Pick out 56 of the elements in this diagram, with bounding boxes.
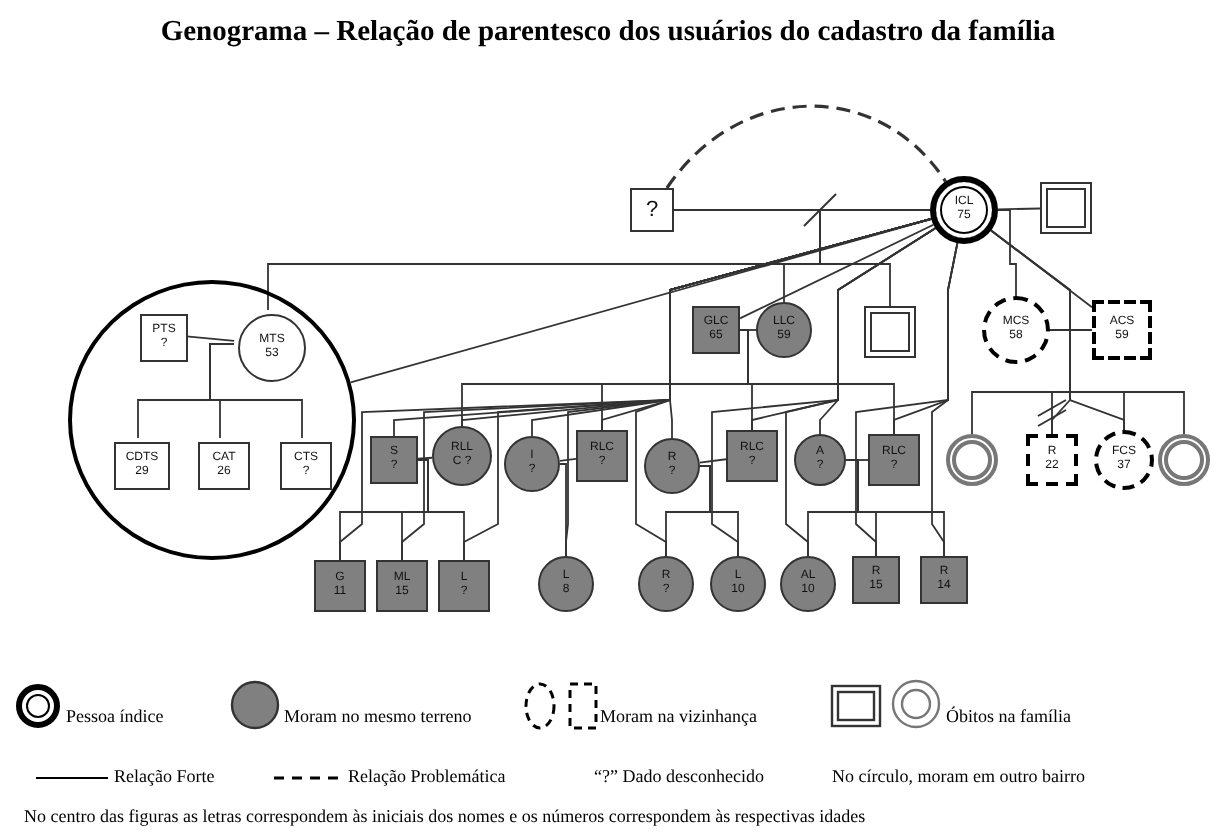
shaded-square — [576, 430, 628, 482]
relationship-line — [997, 207, 1041, 211]
shaded-square — [370, 436, 418, 484]
shaded-square — [376, 560, 428, 612]
unknown-person-square — [630, 188, 674, 232]
relationship-line — [990, 229, 1093, 309]
shaded-circle — [710, 556, 766, 612]
shaded-square — [438, 560, 490, 612]
relationship-line — [739, 223, 935, 320]
person-square — [114, 442, 170, 490]
other-neighborhood-circle — [68, 280, 356, 560]
diagram-title: Genograma – Relação de parentesco dos usuários do cadastro da família — [160, 16, 1056, 50]
dashed-square — [1026, 434, 1078, 486]
legend-note: No círculo, moram em outro bairro — [832, 766, 1085, 788]
shaded-square — [920, 556, 968, 604]
legend-text: Óbitos na família — [946, 706, 1071, 728]
relationship-line — [785, 227, 937, 557]
legend-text: Pessoa índice — [66, 706, 164, 728]
descent-line — [209, 343, 303, 439]
shaded-square — [868, 434, 920, 486]
relationship-line — [931, 242, 959, 557]
explanatory-note: No centro das figuras as letras correspondem às iniciais dos nomes e os números correspondem às respectivas idades — [24, 806, 866, 828]
legend-text: Relação Forte — [114, 766, 215, 788]
person-square — [198, 442, 250, 490]
dashed-square — [1092, 300, 1152, 360]
descent-line — [997, 209, 1017, 297]
shaded-circle — [794, 434, 846, 486]
shaded-circle — [780, 556, 836, 612]
dashed-relationship-curve — [665, 104, 947, 189]
legend-text: Relação Problemática — [348, 766, 506, 788]
shaded-square — [852, 556, 900, 604]
shaded-circle — [432, 426, 492, 486]
index-person-circle — [930, 176, 998, 244]
name-initials: ? — [645, 198, 659, 222]
relationship-line — [349, 218, 933, 384]
shaded-square — [692, 306, 740, 354]
double-outline-square — [864, 306, 916, 358]
legend-text: Moram no mesmo terreno — [284, 706, 472, 728]
shaded-circle — [638, 556, 694, 612]
person-square — [280, 442, 332, 490]
shaded-circle — [504, 436, 560, 492]
shaded-circle — [756, 302, 812, 358]
relationship-line — [635, 218, 933, 557]
relationship-line — [698, 458, 727, 464]
legend-note: “?” Dado desconhecido — [594, 766, 764, 788]
shaded-square — [314, 560, 366, 612]
shaded-circle — [538, 556, 594, 612]
double-ring-circle — [1158, 434, 1210, 486]
person-square — [140, 314, 188, 362]
double-ring-circle — [946, 434, 998, 486]
shaded-circle — [644, 438, 700, 494]
double-outline-square — [1040, 182, 1092, 234]
relationship-line — [990, 229, 1125, 431]
legend-text: Moram na vizinhança — [600, 706, 757, 728]
person-circle — [238, 314, 306, 382]
shaded-square — [726, 430, 778, 482]
